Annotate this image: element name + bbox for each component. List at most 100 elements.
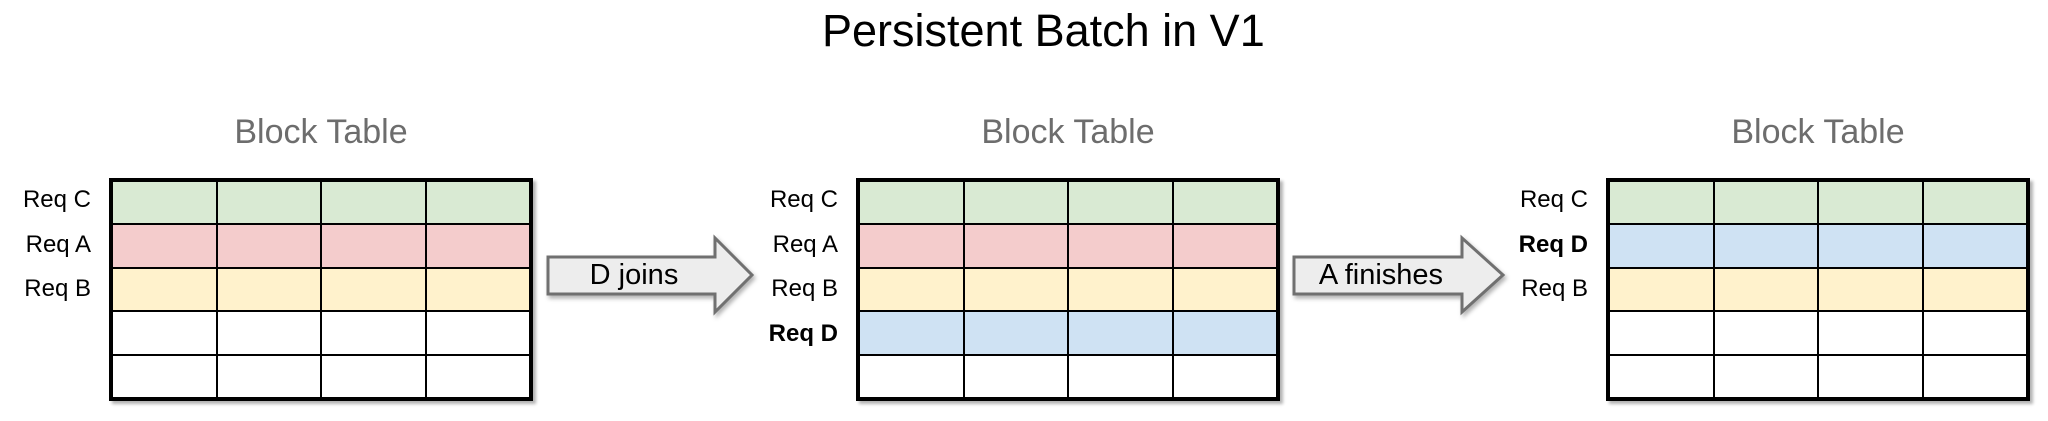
- block-cell: [216, 354, 321, 398]
- block-cell: [1922, 267, 2027, 312]
- block-cell: [963, 181, 1068, 225]
- row-label-req-c: Req C: [22, 186, 91, 214]
- panel-1-row-labels: Req C Req A Req B: [0, 178, 91, 401]
- block-cell: [1713, 224, 1818, 268]
- block-cell: [1068, 354, 1173, 398]
- panel-2-title: Block Table: [981, 113, 1155, 151]
- block-cell: [859, 181, 964, 225]
- panel-2-block-table-grid: [856, 178, 1280, 401]
- row-label-req-a: Req A: [25, 230, 91, 258]
- arrow-right-icon: [546, 234, 755, 316]
- block-cell: [859, 267, 964, 312]
- block-cell: [425, 181, 530, 225]
- block-cell: [963, 311, 1068, 355]
- block-cell: [425, 354, 530, 398]
- table-row: [859, 224, 1277, 268]
- block-cell: [1172, 181, 1277, 225]
- block-cell: [425, 267, 530, 312]
- row-label-empty: [718, 356, 838, 401]
- block-cell: [1713, 181, 1818, 225]
- block-cell: [216, 267, 321, 312]
- block-cell: [1172, 354, 1277, 398]
- block-cell: [1609, 267, 1714, 312]
- block-cell: [112, 181, 217, 225]
- table-row: [859, 311, 1277, 355]
- table-row: [112, 181, 530, 225]
- row-label-req-b: Req B: [771, 275, 838, 303]
- table-row: [112, 267, 530, 312]
- panel-1-title: Block Table: [234, 113, 408, 151]
- table-row: [1609, 354, 2027, 398]
- block-cell: [216, 181, 321, 225]
- panel-2-row-labels: Req C Req A Req B Req D: [718, 178, 838, 401]
- block-cell: [1068, 311, 1173, 355]
- block-cell: [1713, 354, 1818, 398]
- block-cell: [859, 354, 964, 398]
- row-label-req-d: Req D: [1518, 230, 1588, 258]
- arrow-d-joins-label: D joins: [590, 259, 679, 291]
- panel-3-row-labels: Req C Req D Req B: [1468, 178, 1588, 401]
- row-label-req-b: Req B: [24, 275, 91, 303]
- row-label-req-c: Req C: [769, 186, 838, 214]
- row-label-req-b: Req B: [1521, 275, 1588, 303]
- block-cell: [1609, 311, 1714, 355]
- block-cell: [1068, 181, 1173, 225]
- table-row: [1609, 311, 2027, 355]
- row-label-empty: [0, 356, 91, 401]
- block-cell: [1609, 354, 1714, 398]
- block-cell: [859, 311, 964, 355]
- block-cell: [1713, 267, 1818, 312]
- table-row: [859, 354, 1277, 398]
- block-cell: [1172, 267, 1277, 312]
- block-cell: [1818, 181, 1923, 225]
- table-row: [1609, 224, 2027, 268]
- panel-3-title: Block Table: [1731, 113, 1905, 151]
- table-row: [859, 181, 1277, 225]
- block-cell: [321, 354, 426, 398]
- block-cell: [321, 181, 426, 225]
- row-label-req-d: Req D: [768, 320, 838, 348]
- block-cell: [321, 311, 426, 355]
- block-cell: [1172, 311, 1277, 355]
- block-cell: [425, 224, 530, 268]
- block-cell: [1922, 311, 2027, 355]
- block-cell: [1068, 267, 1173, 312]
- arrow-d-joins: D joins: [546, 234, 755, 316]
- block-cell: [1922, 354, 2027, 398]
- row-label-empty: [0, 312, 91, 357]
- block-cell: [1172, 224, 1277, 268]
- block-cell: [321, 267, 426, 312]
- page-title: Persistent Batch in V1: [822, 5, 1265, 56]
- block-cell: [425, 311, 530, 355]
- block-cell: [216, 224, 321, 268]
- table-row: [1609, 267, 2027, 312]
- panel-3-block-table-grid: [1606, 178, 2030, 401]
- table-row: [1609, 181, 2027, 225]
- block-cell: [1818, 354, 1923, 398]
- block-cell: [1818, 224, 1923, 268]
- block-cell: [963, 224, 1068, 268]
- block-cell: [112, 267, 217, 312]
- block-cell: [1818, 311, 1923, 355]
- block-cell: [1922, 224, 2027, 268]
- block-cell: [963, 267, 1068, 312]
- block-cell: [1068, 224, 1173, 268]
- row-label-req-a: Req A: [772, 230, 838, 258]
- block-cell: [1713, 311, 1818, 355]
- panel-1-block-table-grid: [109, 178, 533, 401]
- block-cell: [1609, 224, 1714, 268]
- block-cell: [112, 311, 217, 355]
- arrow-a-finishes-label: A finishes: [1319, 259, 1443, 291]
- block-cell: [112, 224, 217, 268]
- table-row: [112, 224, 530, 268]
- block-cell: [321, 224, 426, 268]
- block-cell: [963, 354, 1068, 398]
- row-label-req-c: Req C: [1519, 186, 1588, 214]
- row-label-empty: [1468, 356, 1588, 401]
- block-cell: [1922, 181, 2027, 225]
- block-cell: [216, 311, 321, 355]
- table-row: [112, 311, 530, 355]
- table-row: [112, 354, 530, 398]
- arrow-a-finishes: A finishes: [1292, 234, 1506, 316]
